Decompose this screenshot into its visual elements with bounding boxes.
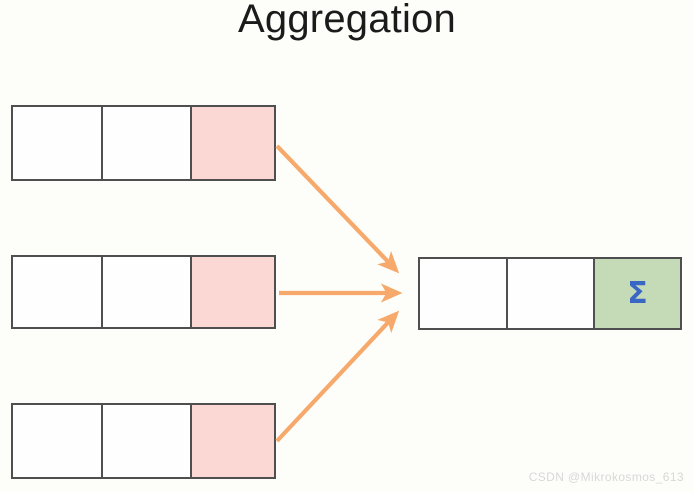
arrow-row3-to-result <box>275 310 400 443</box>
source-row-2-cell-2 <box>101 255 192 329</box>
source-row-1-cell-3-highlighted <box>190 105 276 181</box>
source-row-3-cell-1 <box>11 403 103 479</box>
source-row-2 <box>11 255 278 329</box>
result-row-cell-2 <box>506 257 595 330</box>
source-row-2-cell-3-highlighted <box>190 255 276 329</box>
source-row-1-cell-2 <box>101 105 192 181</box>
result-row-cell-1 <box>418 257 508 330</box>
sigma-icon: Σ <box>627 275 648 311</box>
source-row-3-cell-2 <box>101 403 192 479</box>
page-title: Aggregation <box>238 0 456 41</box>
source-row-1-cell-1 <box>11 105 103 181</box>
source-row-3 <box>11 403 278 479</box>
result-row: Σ <box>418 257 684 330</box>
source-row-1 <box>11 105 278 181</box>
watermark: CSDN @Mikrokosmos_613 <box>528 470 684 484</box>
source-row-3-cell-3-highlighted <box>190 403 276 479</box>
result-row-cell-3-aggregated: Σ <box>593 257 682 330</box>
source-row-2-cell-1 <box>11 255 103 329</box>
arrow-row1-to-result <box>275 144 400 274</box>
